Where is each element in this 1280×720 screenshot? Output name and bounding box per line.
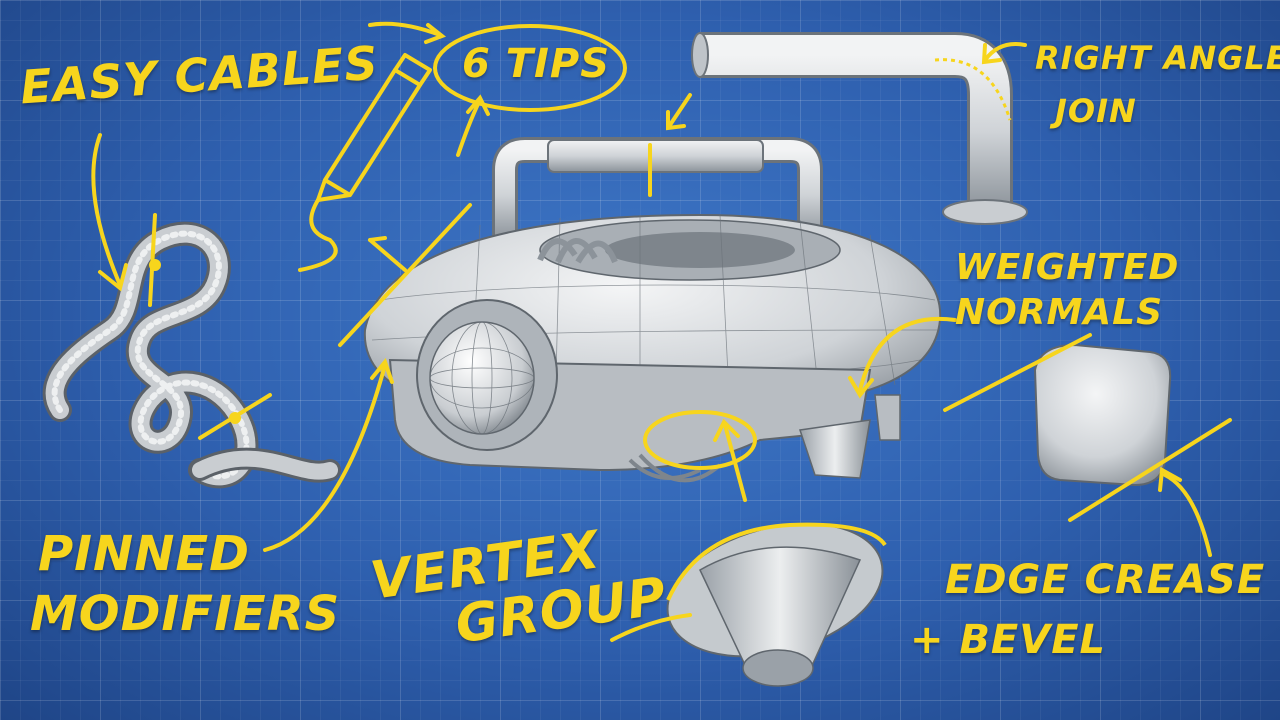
annotation-strokes [91,21,1232,642]
weighted-label: Weighted [955,247,1180,288]
bevel-label: + Bevel [910,617,1107,663]
join-label: join [1055,92,1137,130]
normals-label: Normals [955,292,1164,333]
right-angle-label: Right angle [1035,39,1280,77]
cube-model [1033,343,1172,487]
modifiers-label: Modifiers [30,586,341,642]
pipe-model [691,32,1028,225]
cable-model [42,221,341,489]
handle-model [492,137,823,253]
six-tips-label: 6 Tips [462,41,611,87]
cone-model [666,522,887,687]
pinned-label: Pinned [38,526,251,582]
edge-crease-label: Edge Crease [945,557,1266,603]
main-body-model [363,213,942,483]
